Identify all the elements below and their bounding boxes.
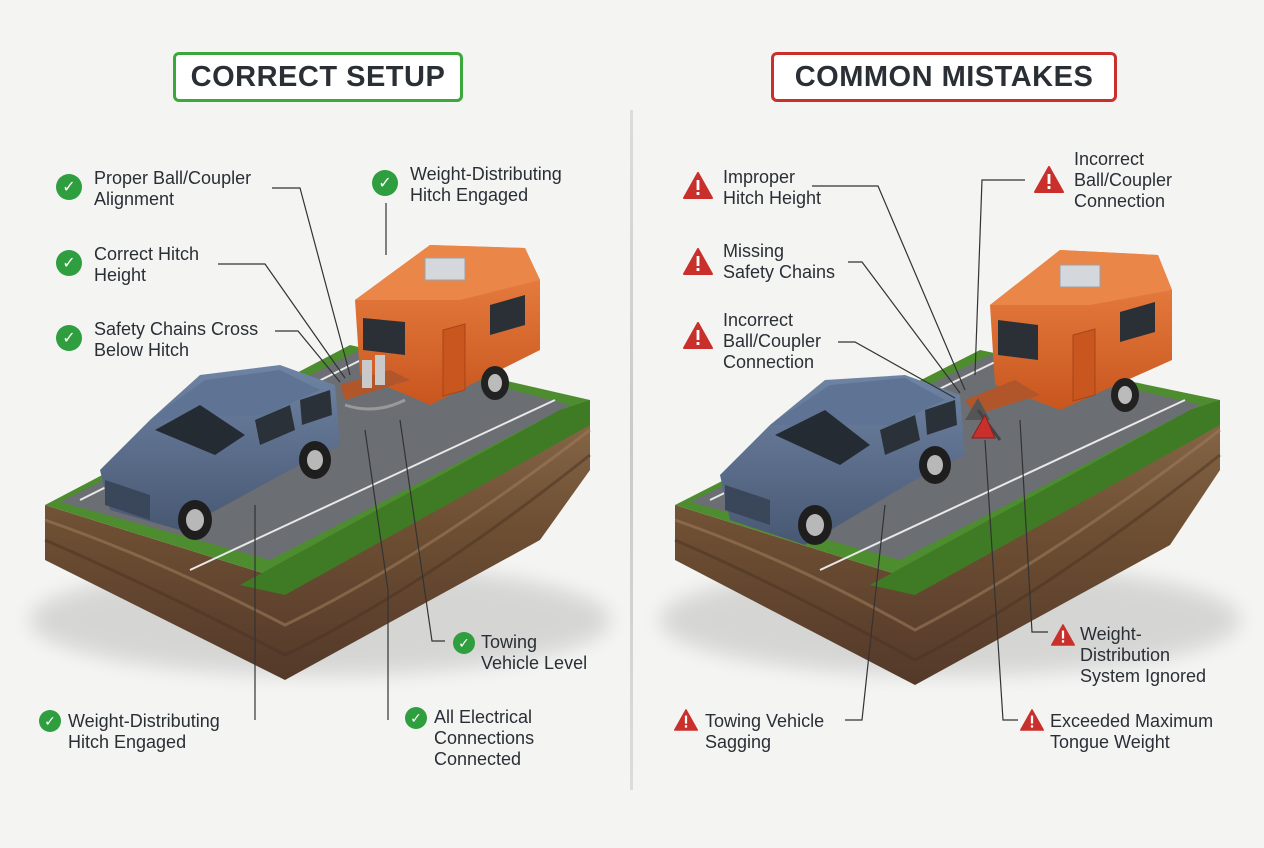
check-circle-icon: ✓ <box>56 325 82 351</box>
warning-triangle-icon <box>683 248 713 275</box>
warning-triangle-icon <box>1020 709 1044 731</box>
label-improper-hitch-height: Improper Hitch Height <box>723 167 822 208</box>
label-missing-safety-chains: Missing Safety Chains <box>723 241 836 282</box>
label-incorrect-ball-coupler-left: Incorrect Ball/Coupler Connection <box>723 310 822 372</box>
right-diorama <box>660 179 1240 721</box>
warning-triangle-icon <box>1051 624 1075 646</box>
warning-triangle-icon <box>674 709 698 731</box>
label-weight-distribution-ignored: Weight- Distribution System Ignored <box>1080 624 1207 686</box>
check-circle-icon: ✓ <box>56 174 82 200</box>
left-leader-lines <box>218 187 445 720</box>
label-exceeded-tongue-weight: Exceeded Maximum Tongue Weight <box>1050 711 1214 752</box>
common-mistakes-panel: COMMON MISTAKES Improper Hitch Height Mi… <box>632 0 1264 848</box>
warning-triangle-icon <box>1034 166 1064 193</box>
check-circle-icon: ✓ <box>405 707 427 729</box>
label-correct-hitch-height: Correct Hitch Height <box>94 244 200 285</box>
correct-setup-title: CORRECT SETUP <box>173 52 463 102</box>
label-towing-vehicle-sagging: Towing Vehicle Sagging <box>705 711 825 752</box>
correct-setup-panel: CORRECT SETUP ✓ Proper Ball/Coupler Alig… <box>39 52 588 769</box>
right-suv <box>720 375 965 545</box>
label-ball-coupler-alignment: Proper Ball/Coupler Alignment <box>94 168 252 209</box>
right-trailer <box>990 250 1172 412</box>
right-leader-lines <box>812 179 1048 721</box>
left-suv <box>100 365 340 540</box>
label-wd-hitch-engaged-bottom: Weight-Distributing Hitch Engaged <box>68 711 220 752</box>
left-trailer <box>355 245 540 405</box>
warning-triangle-icon <box>683 172 713 199</box>
label-wd-hitch-engaged-top: Weight-Distributing Hitch Engaged <box>410 164 562 205</box>
check-circle-icon: ✓ <box>372 170 398 196</box>
panel-divider <box>630 110 633 790</box>
check-circle-icon: ✓ <box>39 710 61 732</box>
common-mistakes-title: COMMON MISTAKES <box>771 52 1117 102</box>
label-safety-chains-cross: Safety Chains Cross Below Hitch <box>94 319 259 360</box>
left-diorama <box>30 187 610 720</box>
label-towing-vehicle-level: Towing Vehicle Level <box>481 632 588 673</box>
label-incorrect-ball-coupler-top: Incorrect Ball/Coupler Connection <box>1074 149 1173 211</box>
check-circle-icon: ✓ <box>56 250 82 276</box>
label-electrical-connections: All Electrical Connections Connected <box>434 707 535 769</box>
check-circle-icon: ✓ <box>453 632 475 654</box>
warning-triangle-icon <box>683 322 713 349</box>
